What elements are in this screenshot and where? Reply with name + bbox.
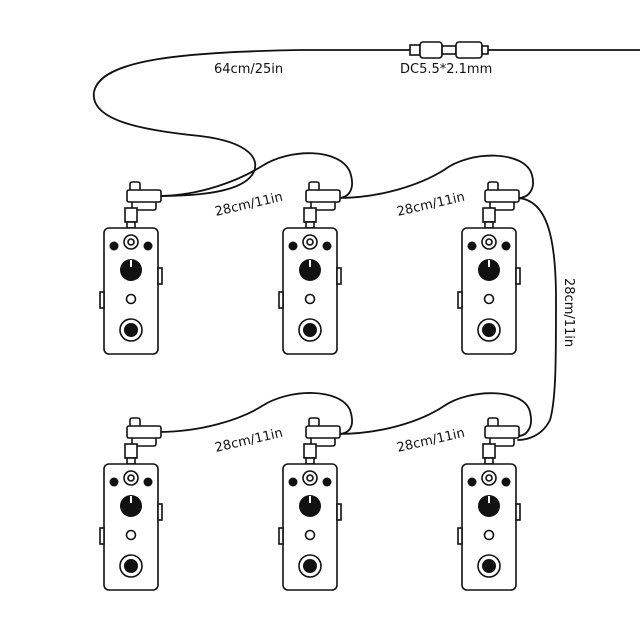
main-power-cable — [93, 49, 640, 197]
connector-size-label: DC5.5*2.1mm — [400, 62, 492, 77]
plug-bottom-right — [484, 425, 520, 439]
cable-bottom-link-2 — [337, 392, 532, 437]
pedal-top-left — [99, 181, 163, 355]
plug-top-left — [126, 189, 162, 203]
top-link-2-label: 28cm/11in — [396, 190, 467, 220]
cable-bottom-link-1 — [157, 392, 353, 435]
main-cable-length-label: 64cm/25in — [214, 62, 283, 77]
plug-top-right — [484, 189, 520, 203]
cable-top-link-1 — [157, 152, 353, 199]
pedal-top-middle — [278, 181, 342, 355]
top-link-1-label: 28cm/11in — [214, 190, 285, 220]
pedal-top-right — [457, 181, 521, 355]
pedal-bottom-middle — [278, 417, 342, 591]
vertical-link-label: 28cm/11in — [561, 278, 576, 347]
plug-bottom-middle — [305, 425, 341, 439]
plug-top-middle — [305, 189, 341, 203]
cable-top-link-2 — [337, 154, 534, 199]
bottom-link-1-label: 28cm/11in — [214, 426, 285, 456]
bottom-link-2-label: 28cm/11in — [396, 426, 467, 456]
pedal-bottom-left — [99, 417, 163, 591]
dc-connector — [409, 41, 489, 59]
plug-bottom-left — [126, 425, 162, 439]
pedal-bottom-right — [457, 417, 521, 591]
cable-vertical-link — [517, 197, 557, 441]
